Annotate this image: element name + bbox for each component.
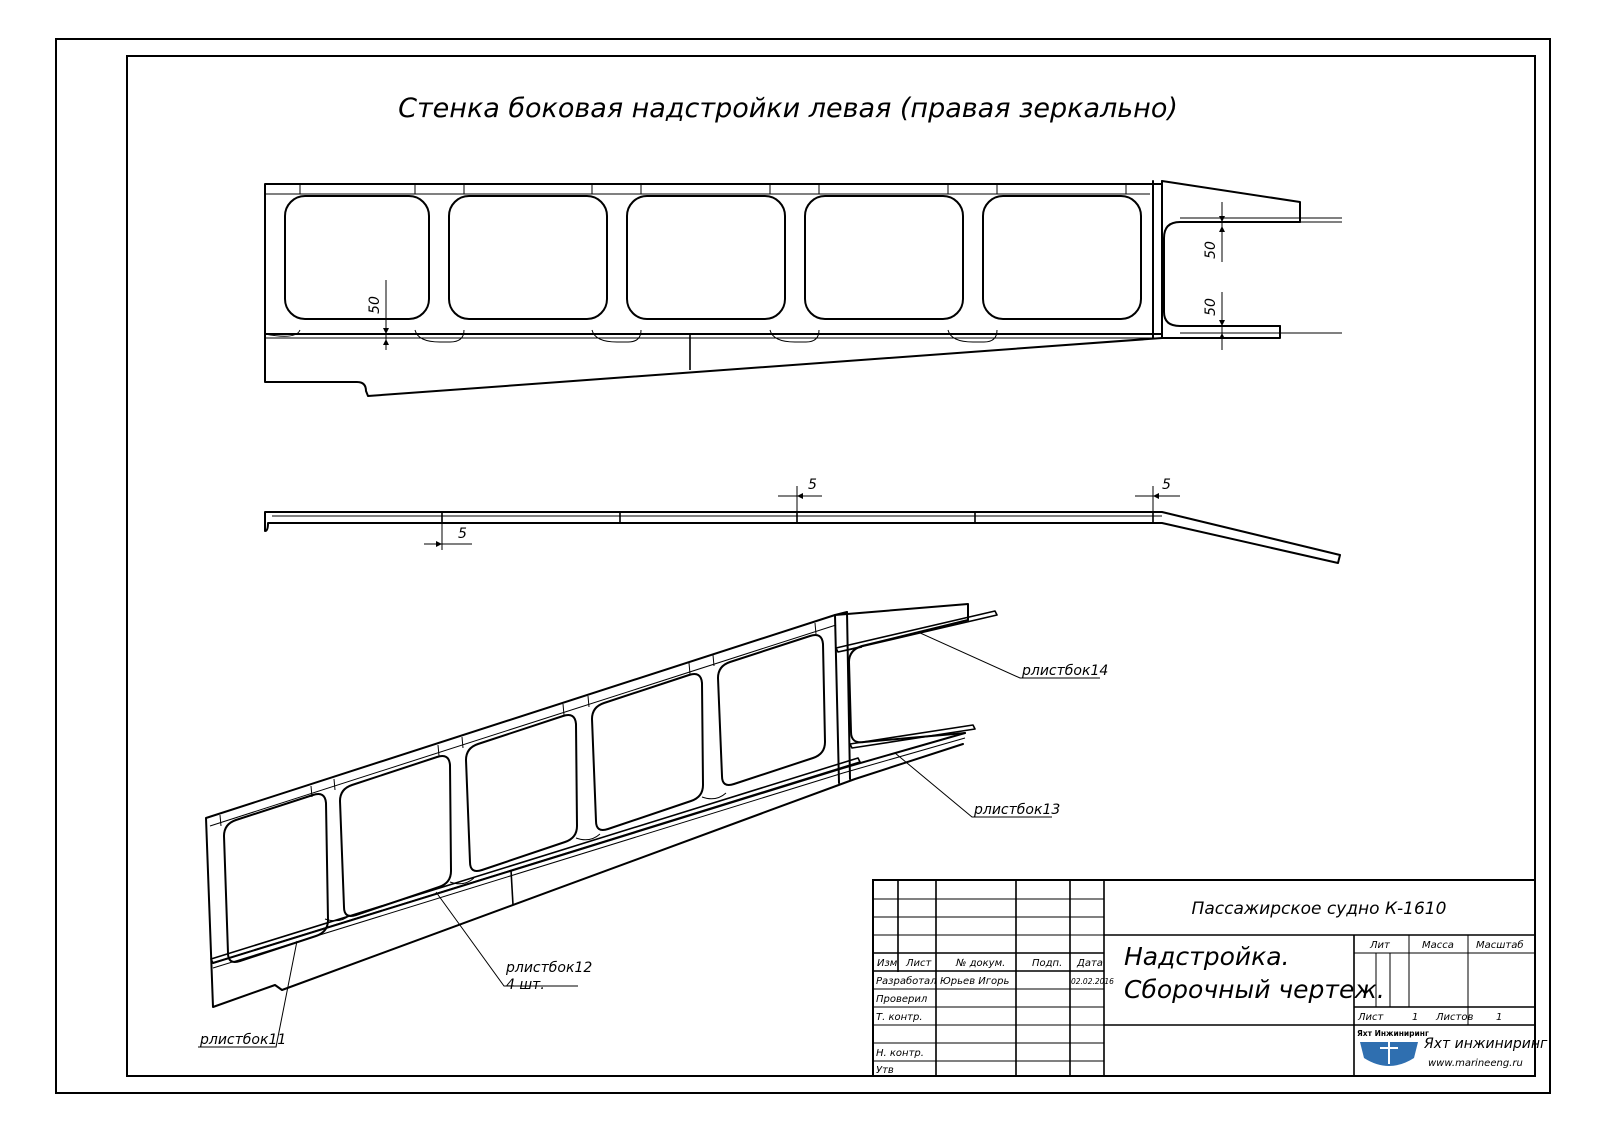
iso-window-1 (223, 793, 329, 963)
iso-window-2 (339, 755, 452, 917)
inner-frame (126, 55, 1536, 1077)
tb-header-doc-no: № докум. (955, 958, 1005, 969)
iso-window-5 (717, 634, 826, 786)
tb-role-checked: Проверил (876, 994, 928, 1005)
dimension-5-left: 5 (424, 523, 472, 550)
window-1 (284, 195, 430, 320)
tb-role-n-control: Н. контр. (876, 1048, 924, 1059)
tb-sheet-value: 1 (1412, 1012, 1418, 1023)
label-p14: рлистбок14 (1021, 663, 1108, 679)
tb-mass-label: Масса (1422, 940, 1454, 951)
dimension-50-right-lower: 50 (1203, 292, 1225, 350)
company-logo: Яхт Инжиниринг (1357, 1029, 1429, 1066)
top-view: 5 5 5 (264, 477, 1341, 564)
iso-window-3 (465, 714, 578, 872)
top-view-joints (441, 512, 1154, 523)
isometric-view: рлистбок14 рлистбок13 рлистбок12 4 шт. р… (198, 603, 1108, 1048)
frame-separators (299, 184, 1127, 194)
dim-label-50-right-upper: 50 (1203, 241, 1219, 259)
dimension-5-right: 5 (1135, 477, 1180, 512)
iso-drain-cutouts (324, 792, 727, 922)
drain-cutouts (264, 329, 998, 343)
label-p12: рлистбок12 (505, 960, 592, 976)
label-p13: рлистбок13 (973, 802, 1060, 818)
tb-developer-name: Юрьев Игорь (940, 976, 1009, 987)
tb-logo-text: Яхт Инжиниринг (1357, 1029, 1429, 1038)
tb-sheets-value: 1 (1496, 1012, 1502, 1023)
leader-p12 (435, 891, 578, 987)
tb-header-izm: Изм (877, 958, 898, 969)
dim-label-50-right-lower: 50 (1203, 298, 1219, 316)
tb-company-name: Яхт инжиниринг (1423, 1036, 1548, 1052)
end-flange-lines (1180, 217, 1342, 338)
iso-deck-lower (212, 737, 966, 969)
tb-project: Пассажирское судно К-1610 (1192, 899, 1447, 919)
window-4 (804, 195, 964, 320)
top-view-plate (264, 511, 1341, 564)
tb-date-value: 02.02.2016 (1071, 977, 1114, 986)
window-5 (982, 195, 1142, 320)
iso-flange-lower (849, 724, 976, 749)
tb-role-developed: Разработал (876, 975, 937, 987)
iso-flange-deck (210, 757, 861, 964)
tb-company-site: www.marineeng.ru (1428, 1058, 1523, 1069)
dimension-5-middle: 5 (778, 477, 822, 512)
front-view-outline (264, 180, 1301, 397)
tb-lit-label: Лит (1369, 940, 1391, 951)
label-p12-qty: 4 шт. (506, 977, 545, 993)
iso-end-joint (834, 611, 851, 784)
dim-label-5-middle: 5 (808, 477, 817, 493)
dim-label-5-right: 5 (1162, 477, 1171, 493)
dimension-50-left: 50 (367, 280, 389, 350)
iso-outline (205, 603, 969, 1008)
iso-frame-separators (219, 622, 817, 827)
outer-frame (55, 38, 1551, 1094)
tb-doc-name-line1: Надстройка. (1124, 942, 1290, 971)
tb-header-list: Лист (905, 958, 933, 969)
end-joint (1152, 180, 1163, 339)
tb-header-date: Дата (1076, 958, 1103, 969)
label-p11: рлистбок11 (199, 1032, 286, 1048)
tb-doc-name-line2: Сборочный чертеж. (1124, 975, 1385, 1004)
tb-role-t-control: Т. контр. (876, 1012, 923, 1023)
iso-end-opening (848, 619, 969, 744)
iso-top-flange (209, 624, 837, 827)
dim-label-50-left: 50 (367, 296, 383, 314)
drawing-title: Стенка боковая надстройки левая (правая … (398, 93, 1178, 124)
window-2 (448, 195, 608, 320)
dim-label-5-left: 5 (458, 526, 467, 542)
iso-stiffener (510, 869, 514, 906)
window-3 (626, 195, 786, 320)
dimension-50-right-upper: 50 (1203, 202, 1225, 262)
tb-sheets-label: Листов (1435, 1012, 1473, 1023)
leader-p11 (198, 940, 298, 1048)
front-view: 50 50 50 (264, 180, 1342, 397)
tb-header-sign: Подп. (1032, 958, 1062, 969)
iso-window-4 (591, 673, 704, 831)
title-block: Изм Лист № докум. Подп. Дата Разработал … (872, 879, 1548, 1077)
iso-flange-upper (835, 610, 998, 653)
leader-p13 (894, 752, 1052, 818)
tb-role-approved: Утв (876, 1065, 894, 1076)
tb-sheet-label: Лист (1357, 1012, 1385, 1023)
end-opening (1163, 221, 1301, 327)
tb-scale-label: Масштаб (1476, 939, 1524, 951)
leader-p14 (917, 631, 1100, 679)
